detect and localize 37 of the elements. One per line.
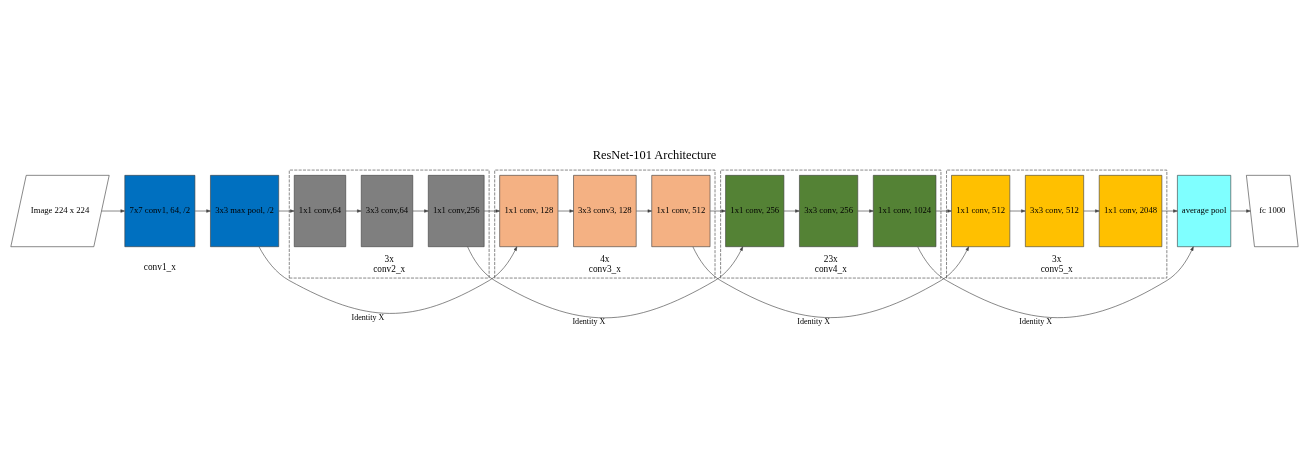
arrow — [101, 209, 125, 213]
node-box: average pool — [1177, 175, 1232, 248]
node-box: 1x1 conv, 512 — [651, 175, 711, 248]
arrow — [1161, 209, 1178, 213]
arrow — [278, 209, 295, 213]
arrow — [1230, 209, 1251, 213]
arrow — [194, 209, 211, 213]
diagram-title: ResNet-101 Architecture — [592, 147, 717, 162]
arrow — [412, 209, 429, 213]
arrow — [258, 246, 518, 314]
node-box: 3x3 conv,64 — [360, 175, 414, 248]
node-box: 1x1 conv, 1024 — [873, 175, 937, 248]
arrow — [1083, 209, 1100, 213]
node-box: 1x1 conv, 2048 — [1098, 175, 1163, 248]
node-box: 3x3 conv3, 128 — [573, 175, 637, 248]
node-box: 3x3 conv, 256 — [799, 175, 859, 248]
arrow — [857, 209, 874, 213]
arrow — [692, 246, 969, 318]
node-box: 1x1 conv, 128 — [499, 175, 559, 248]
node-box: 1x1 conv, 256 — [725, 175, 785, 248]
label: conv1_x — [143, 262, 176, 273]
arrow — [1009, 209, 1026, 213]
node-box: 7x7 conv1, 64, /2 — [124, 175, 196, 248]
arrow — [636, 209, 652, 213]
arrow — [783, 209, 800, 213]
node-box: 1x1 conv,64 — [293, 175, 347, 248]
arrow — [917, 246, 1194, 318]
arrow — [345, 209, 362, 213]
node-box: 3x3 max pool, /2 — [210, 175, 280, 248]
arrow — [467, 246, 744, 319]
node-box: 1x1 conv,256 — [428, 175, 485, 248]
node-box: 1x1 conv, 512 — [951, 175, 1011, 248]
arrow — [709, 209, 726, 213]
arrow — [557, 209, 574, 213]
arrow — [935, 209, 952, 213]
node-box: 3x3 conv, 512 — [1025, 175, 1084, 248]
arrow — [483, 209, 500, 213]
